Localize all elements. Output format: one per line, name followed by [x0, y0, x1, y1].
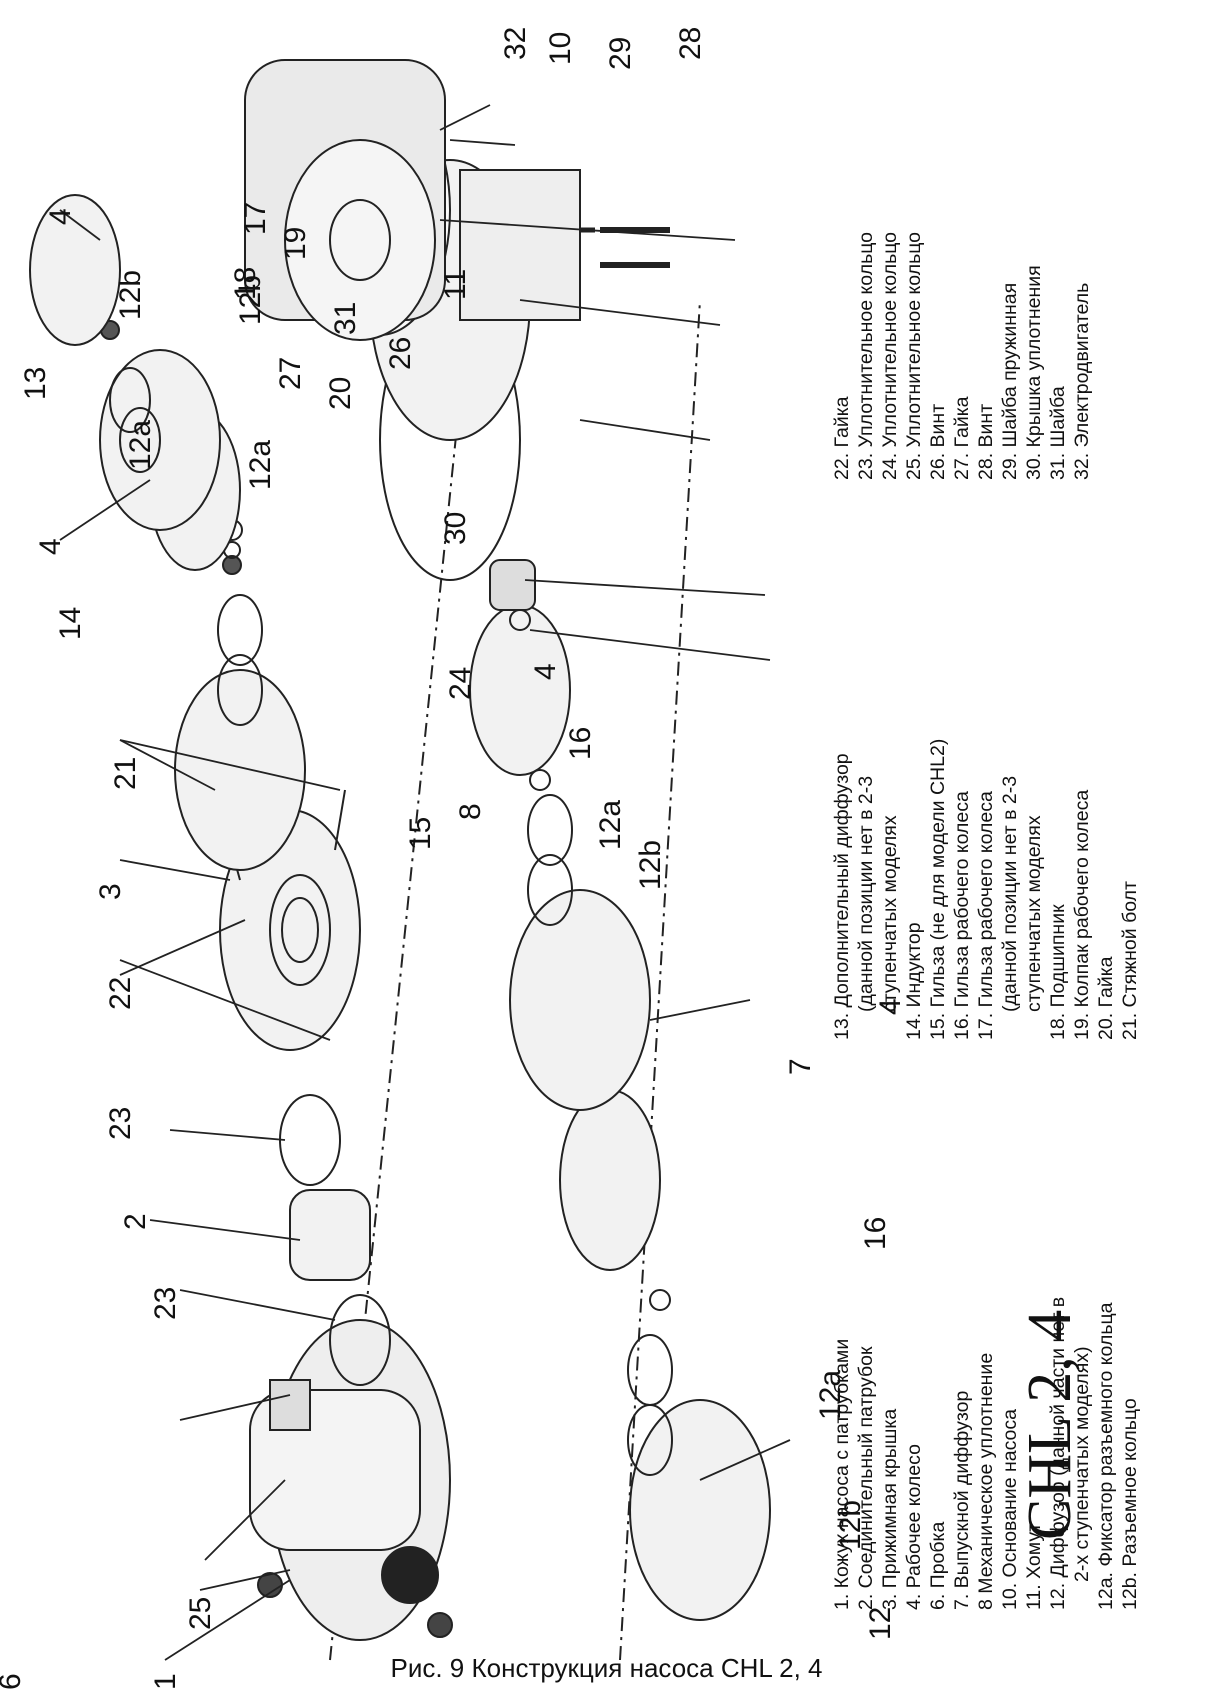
lower-axis-line	[619, 299, 701, 1661]
split-ring-12b-mid	[527, 854, 573, 926]
sleeve-16-part-upper	[529, 769, 551, 791]
legend-item: 32. Электродвигатель	[1071, 282, 1093, 480]
callout-27: 27	[274, 357, 307, 390]
callout-15: 15	[404, 817, 437, 850]
legend-item: 28. Винт	[975, 403, 997, 480]
legend-item: 22. Гайка	[831, 396, 853, 480]
diffuser-12-part	[629, 1399, 771, 1621]
callout-23-upper: 23	[104, 1107, 137, 1140]
plug-part-lower	[427, 1612, 453, 1638]
callout-4-mid: 4	[529, 663, 562, 680]
callout-16-lower: 16	[859, 1217, 892, 1250]
callout-14: 14	[54, 607, 87, 640]
inductor-part	[174, 669, 306, 871]
mechanical-seal-part	[489, 559, 536, 611]
callout-4-upper: 4	[34, 538, 67, 555]
callout-4-lower: 4	[874, 998, 907, 1015]
tie-bolt-part-lower	[334, 789, 346, 851]
callout-25: 25	[184, 1597, 217, 1630]
callout-12b-4: 12b	[834, 1500, 867, 1550]
callout-31: 31	[329, 302, 362, 335]
o-ring-part-lower	[329, 1294, 391, 1386]
callout-28: 28	[674, 27, 707, 60]
discharge-diffuser-part	[509, 889, 651, 1111]
split-ring-12b-top	[119, 407, 161, 473]
callout-29: 29	[604, 37, 637, 70]
model-label-box: CHL 2, 4	[1010, 1180, 1090, 1540]
legend-item: 25. Уплотнительное кольцо	[903, 231, 925, 480]
pump-base-part	[459, 169, 581, 321]
electric-motor-part	[244, 59, 446, 341]
callout-22: 22	[104, 977, 137, 1010]
callout-30: 30	[439, 512, 472, 545]
callout-12: 12	[864, 1607, 897, 1640]
split-ring-12b-upper	[217, 654, 263, 726]
impeller-part-top	[29, 194, 121, 346]
connecting-tube-part	[289, 1189, 371, 1281]
impeller-part-lower	[559, 1089, 661, 1271]
o-ring-part-upper	[279, 1094, 341, 1186]
callout-17: 17	[239, 202, 272, 235]
callout-26: 26	[384, 337, 417, 370]
callout-2: 2	[119, 1213, 152, 1230]
callout-20: 20	[324, 377, 357, 410]
retainer-ring-12a-lower	[627, 1334, 673, 1406]
callout-12b-1: 12b	[114, 270, 147, 320]
callout-7: 7	[784, 1058, 817, 1075]
callout-18: 18	[229, 267, 262, 300]
callout-12a-4: 12a	[814, 1370, 847, 1420]
pump-casing-part	[249, 1319, 451, 1641]
nut-20-part	[222, 555, 242, 575]
callout-24: 24	[444, 667, 477, 700]
legend-item: 24. Уплотнительное кольцо	[879, 231, 901, 480]
legend-item: 27. Гайка	[951, 396, 973, 480]
retainer-ring-12a-mid	[527, 794, 573, 866]
model-label: CHL 2, 4	[1016, 1309, 1084, 1540]
callout-16-upper: 16	[564, 727, 597, 760]
legend-item: 30. Крышка уплотнения	[1023, 265, 1045, 480]
callout-6: 6	[0, 1673, 27, 1690]
retainer-ring-12a-top	[109, 367, 151, 433]
legend-item: 26. Винт	[927, 403, 949, 480]
callout-8: 8	[454, 803, 487, 820]
callout-12b-2: 12b	[234, 275, 267, 325]
callout-21: 21	[109, 757, 142, 790]
legend-item: 23. Уплотнительное кольцо	[855, 231, 877, 480]
figure-caption: Рис. 9 Конструкция насоса CHL 2, 4	[390, 1653, 823, 1683]
sleeve-16-part-lower	[649, 1289, 671, 1311]
callout-4-top: 4	[44, 208, 77, 225]
upper-axis-line	[329, 299, 471, 1661]
retainer-ring-12a-upper	[217, 594, 263, 666]
callout-10: 10	[544, 32, 577, 65]
callout-3: 3	[94, 883, 127, 900]
press-cover-part	[219, 809, 361, 1051]
legend-item: 31. Шайба	[1047, 386, 1069, 480]
callout-12a-2: 12a	[244, 440, 277, 490]
callout-12b-3: 12b	[634, 840, 667, 890]
callout-1: 1	[149, 1673, 182, 1690]
callout-13: 13	[19, 367, 52, 400]
legend-item: 29. Шайба пружинная	[999, 282, 1021, 480]
callout-32: 32	[499, 27, 532, 60]
callout-11: 11	[439, 269, 472, 300]
callout-19: 19	[279, 227, 312, 260]
callout-23-lower: 23	[149, 1287, 182, 1320]
callout-12a-1: 12a	[124, 420, 157, 470]
callout-12a-3: 12a	[594, 800, 627, 850]
